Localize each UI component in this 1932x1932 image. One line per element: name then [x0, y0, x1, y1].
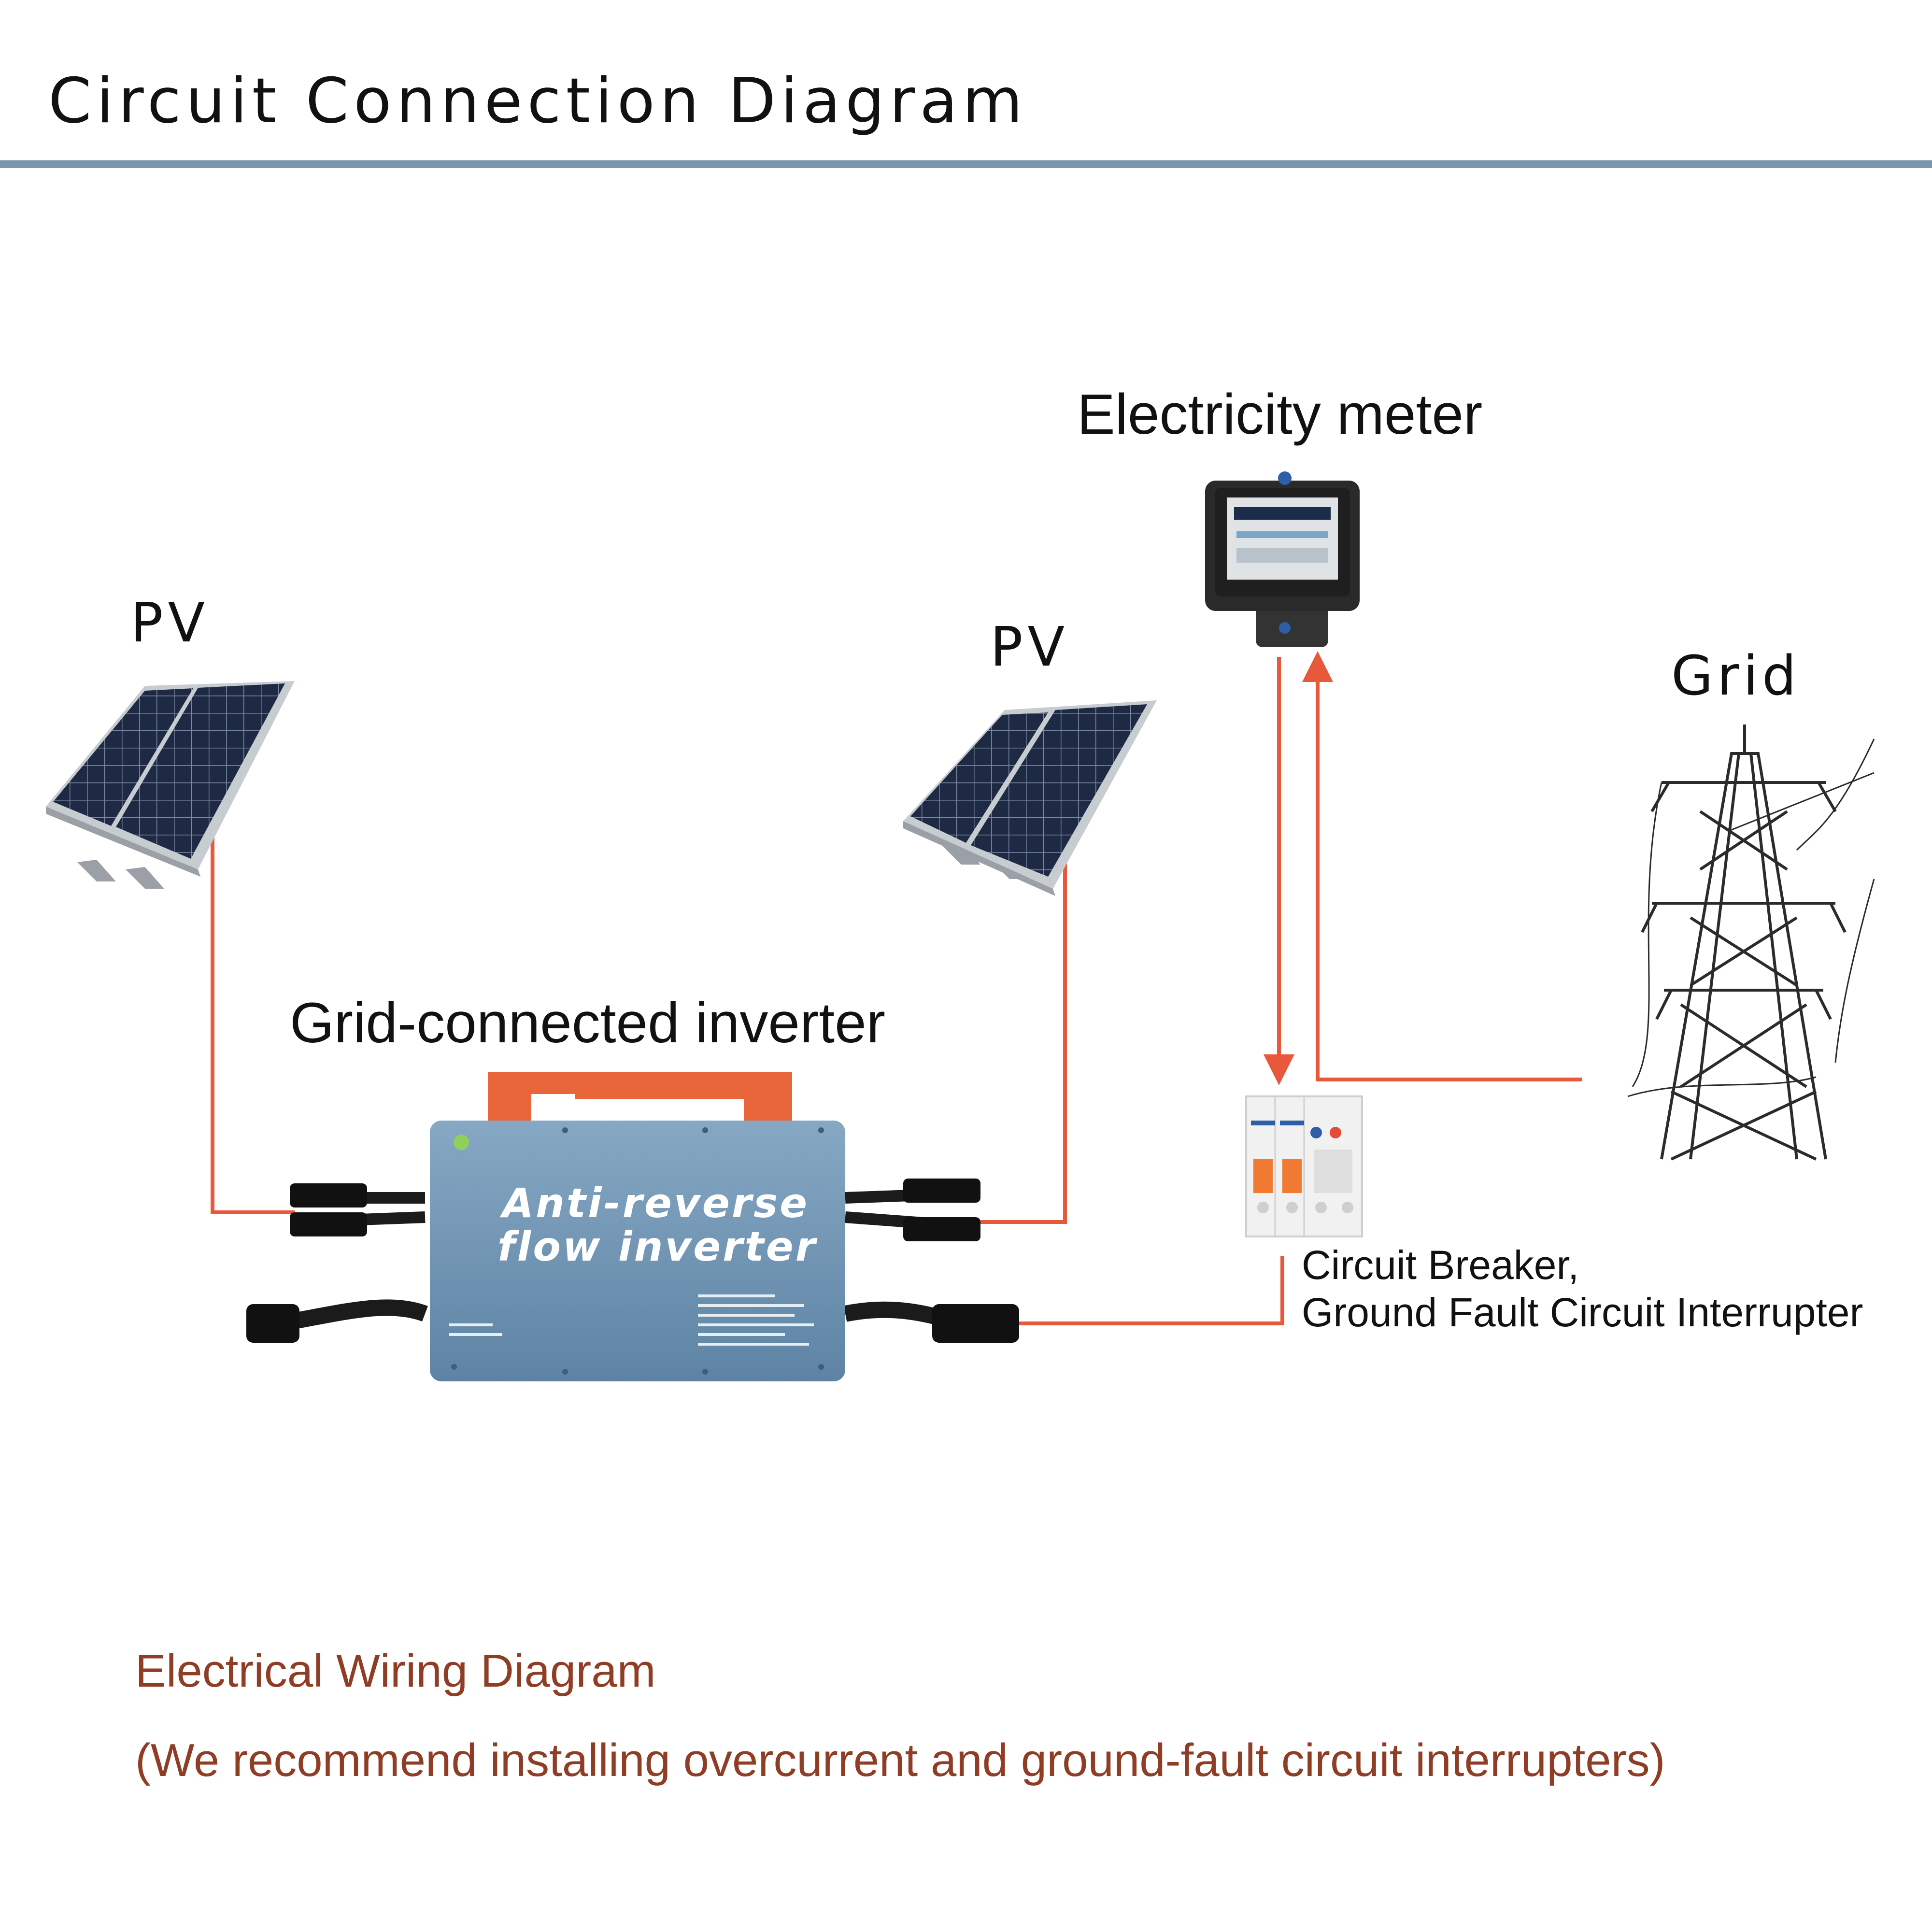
breaker-label-line-2: Ground Fault Circuit Interrupter [1302, 1290, 1863, 1335]
solar-panel-left [46, 681, 295, 889]
wire-inverter-to-breaker [1014, 1256, 1284, 1325]
transmission-tower [1627, 724, 1875, 1161]
solar-panel-right [903, 700, 1157, 896]
wire-right-pv-to-inverter [980, 860, 1067, 1224]
electricity-meter-label: Electricity meter [1077, 383, 1483, 446]
caption-wiring-diagram: Electrical Wiring Diagram [135, 1645, 656, 1697]
pv-right-label: PV [990, 616, 1070, 679]
inverter-label: Grid-connected inverter [290, 991, 886, 1055]
breaker-label: Circuit Breaker, Ground Fault Circuit In… [1302, 1241, 1863, 1336]
caption-recommendation: (We recommend installing overcurrent and… [135, 1734, 1665, 1786]
wire-left-pv-to-inverter [211, 831, 295, 1214]
inverter-device: Anti-reverse flow inverter [246, 1072, 1019, 1381]
page-title: Circuit Connection Diagram [48, 65, 1028, 137]
wire-grid-to-meter [1302, 651, 1582, 1081]
electricity-meter [1205, 471, 1360, 647]
breaker-label-line-1: Circuit Breaker, [1302, 1242, 1579, 1288]
header-rule [0, 160, 1932, 168]
pv-left-label: PV [130, 592, 210, 654]
wiring [211, 651, 1582, 1325]
grid-label: Grid [1671, 645, 1801, 708]
inverter-face-line-1: Anti-reverse [499, 1179, 809, 1227]
inverter-face-line-2: flow inverter [497, 1223, 818, 1270]
circuit-breaker [1245, 1095, 1363, 1237]
